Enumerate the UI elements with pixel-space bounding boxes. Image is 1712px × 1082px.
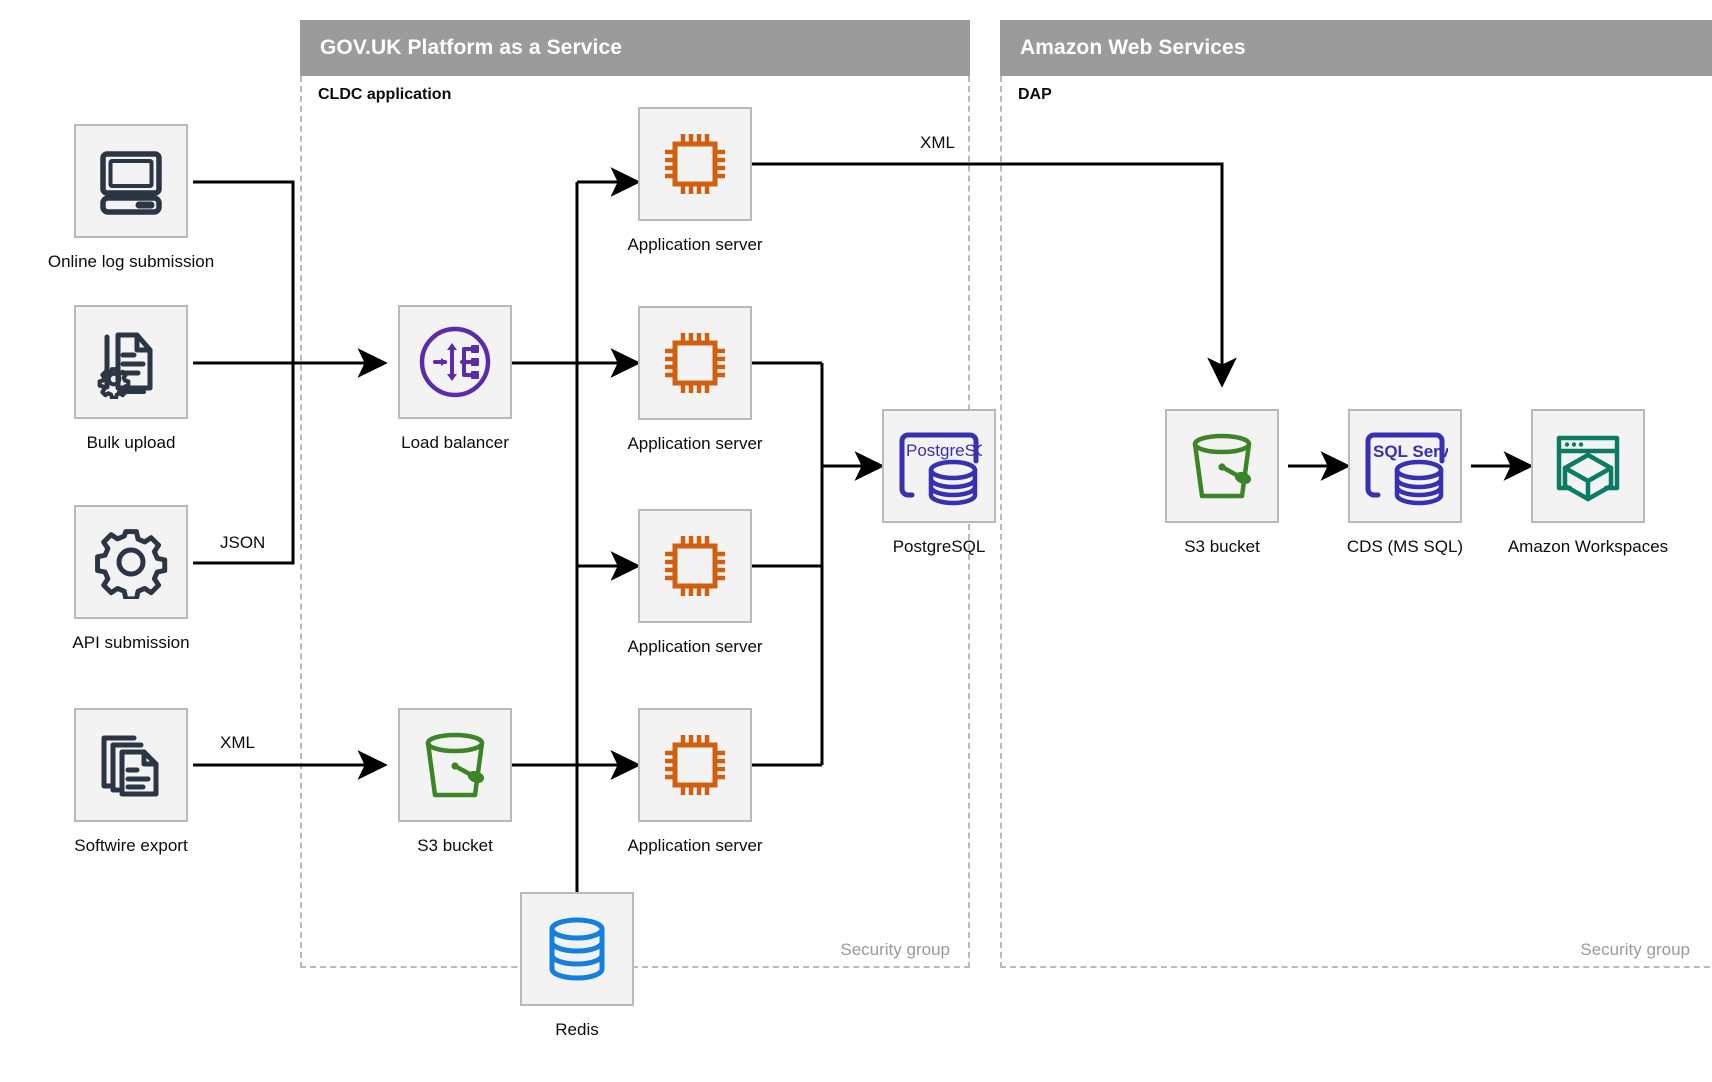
tile-postgresql: PostgreSQL bbox=[882, 409, 996, 523]
group-boundary-aws bbox=[1000, 76, 1712, 968]
tile-app-server-1 bbox=[638, 107, 752, 221]
node-softwire-export[interactable]: Softwire export bbox=[74, 708, 188, 855]
group-title-aws: Amazon Web Services bbox=[1020, 36, 1246, 59]
tile-redis bbox=[520, 892, 634, 1006]
tile-bulk-upload bbox=[74, 305, 188, 419]
node-app-server-2[interactable]: Application server bbox=[627, 306, 763, 453]
tile-api-submission bbox=[74, 505, 188, 619]
node-s3-bucket-paas[interactable]: S3 bucket bbox=[398, 708, 512, 855]
group-header-paas: GOV.UK Platform as a Service bbox=[300, 20, 970, 76]
security-group-label-aws: Security group bbox=[1580, 940, 1690, 959]
node-label-postgresql: PostgreSQL bbox=[892, 537, 986, 556]
node-app-server-3[interactable]: Application server bbox=[627, 509, 763, 656]
tile-softwire-export bbox=[74, 708, 188, 822]
load-balancer-icon bbox=[419, 326, 491, 398]
node-amazon-workspaces[interactable]: Amazon Workspaces bbox=[1508, 409, 1668, 556]
sql-server-icon: SQL Server bbox=[1365, 432, 1448, 506]
node-app-server-4[interactable]: Application server bbox=[627, 708, 763, 855]
tile-load-balancer bbox=[398, 305, 512, 419]
tile-app-server-4 bbox=[638, 708, 752, 822]
group-boundary-paas bbox=[300, 76, 970, 968]
edge-label-xml-source: XML bbox=[215, 733, 260, 753]
node-label-s3-bucket-aws: S3 bucket bbox=[1184, 537, 1260, 556]
node-label-cds-ms-sql: CDS (MS SQL) bbox=[1346, 537, 1464, 556]
tile-cds-ms-sql: SQL Server bbox=[1348, 409, 1462, 523]
node-s3-bucket-aws[interactable]: S3 bucket bbox=[1165, 409, 1279, 556]
gear-icon bbox=[95, 529, 168, 599]
edge-label-json: JSON bbox=[215, 533, 271, 553]
node-label-s3-bucket-paas: S3 bucket bbox=[417, 836, 493, 855]
node-label-softwire-export: Softwire export bbox=[74, 836, 188, 855]
node-label-bulk-upload: Bulk upload bbox=[86, 433, 176, 452]
node-label-amazon-workspaces: Amazon Workspaces bbox=[1507, 537, 1669, 556]
node-online-log-submission[interactable]: Online log submission bbox=[48, 124, 214, 271]
cpu-chip-icon bbox=[665, 134, 725, 194]
tile-amazon-workspaces bbox=[1531, 409, 1645, 523]
edge-label-xml-export: XML bbox=[915, 133, 960, 153]
s3-bucket-icon bbox=[425, 732, 485, 798]
node-load-balancer[interactable]: Load balancer bbox=[398, 305, 512, 452]
node-label-app-server-2: Application server bbox=[627, 434, 763, 453]
node-app-server-1[interactable]: Application server bbox=[627, 107, 763, 254]
tile-app-server-3 bbox=[638, 509, 752, 623]
group-header-aws: Amazon Web Services bbox=[1000, 20, 1712, 76]
tile-app-server-2 bbox=[638, 306, 752, 420]
postgresql-icon: PostgreSQL bbox=[899, 432, 982, 506]
node-label-load-balancer: Load balancer bbox=[401, 433, 509, 452]
security-group-label-paas: Security group bbox=[840, 940, 950, 959]
node-bulk-upload[interactable]: Bulk upload bbox=[74, 305, 188, 452]
svg-text:PostgreSQL: PostgreSQL bbox=[906, 441, 982, 460]
node-label-app-server-4: Application server bbox=[627, 836, 763, 855]
s3-bucket-icon bbox=[1192, 433, 1252, 499]
node-label-app-server-1: Application server bbox=[627, 235, 763, 254]
group-sublabel-cldc: CLDC application bbox=[318, 86, 452, 103]
tile-s3-bucket-aws bbox=[1165, 409, 1279, 523]
node-label-online-log-submission: Online log submission bbox=[47, 252, 215, 271]
node-redis[interactable]: Redis bbox=[520, 892, 634, 1039]
group-sublabel-dap: DAP bbox=[1018, 86, 1052, 103]
node-label-api-submission: API submission bbox=[72, 633, 190, 652]
node-label-app-server-3: Application server bbox=[627, 637, 763, 656]
workspaces-cube-icon bbox=[1556, 435, 1620, 502]
tile-s3-bucket-paas bbox=[398, 708, 512, 822]
svg-text:SQL Server: SQL Server bbox=[1373, 442, 1448, 461]
node-api-submission[interactable]: API submission bbox=[72, 505, 190, 652]
desktop-computer-icon bbox=[100, 151, 162, 215]
cpu-chip-icon bbox=[665, 333, 725, 393]
cpu-chip-icon bbox=[665, 735, 725, 795]
document-gear-icon bbox=[97, 332, 153, 399]
group-title-paas: GOV.UK Platform as a Service bbox=[320, 36, 622, 59]
node-cds-ms-sql[interactable]: SQL Server CDS (MS SQL) bbox=[1347, 409, 1463, 556]
cpu-chip-icon bbox=[665, 536, 725, 596]
database-cylinder-icon bbox=[549, 917, 605, 981]
node-label-redis: Redis bbox=[555, 1020, 599, 1039]
node-postgresql[interactable]: PostgreSQL PostgreSQL bbox=[882, 409, 996, 556]
documents-stack-icon bbox=[101, 735, 159, 797]
tile-online-log-submission bbox=[74, 124, 188, 238]
